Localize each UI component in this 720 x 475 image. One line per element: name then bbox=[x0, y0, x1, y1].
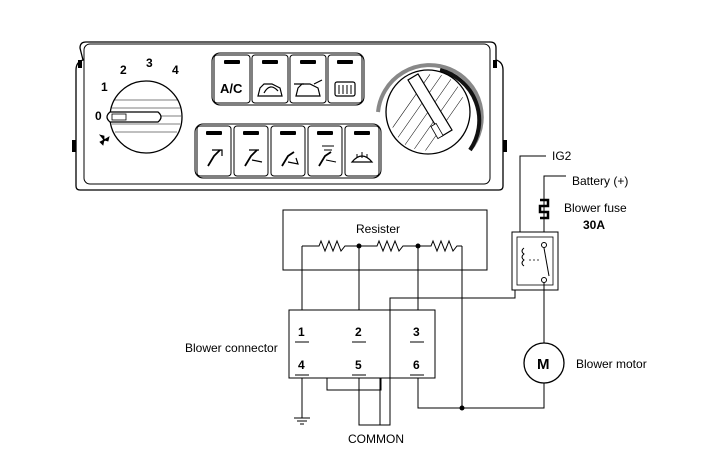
blower-relay bbox=[511, 231, 559, 291]
rear-defrost-indicator bbox=[337, 60, 353, 64]
vent-floor-defrost-button[interactable] bbox=[307, 125, 343, 177]
fan-speed-4: 4 bbox=[172, 63, 179, 77]
vent-floor-icon bbox=[281, 151, 299, 167]
fresh-air-button[interactable] bbox=[289, 54, 327, 104]
junction-motor bbox=[459, 405, 465, 411]
panel-clip-right bbox=[503, 140, 507, 152]
rear-defrost-button[interactable] bbox=[327, 54, 363, 104]
ac-indicator bbox=[224, 60, 240, 64]
recirculate-icon bbox=[257, 83, 283, 97]
defrost-button[interactable] bbox=[344, 125, 380, 177]
pin-3: 3 bbox=[413, 325, 420, 339]
fan-speed-2: 2 bbox=[120, 63, 127, 77]
ac-button-label: A/C bbox=[220, 81, 243, 96]
recirculate-button[interactable] bbox=[251, 54, 289, 104]
fan-speed-1: 1 bbox=[101, 80, 108, 94]
vent-bilevel-icon bbox=[244, 149, 263, 167]
top-button-group: A/C bbox=[211, 52, 365, 106]
panel-clip-top-left bbox=[78, 60, 82, 68]
panel-bezel bbox=[83, 43, 491, 185]
vent-floor-defrost-icon bbox=[318, 145, 337, 167]
resister-block bbox=[282, 209, 488, 271]
panel-housing bbox=[75, 41, 504, 191]
motor-label: Blower motor bbox=[576, 357, 647, 371]
temperature-knob[interactable] bbox=[376, 63, 484, 156]
motor-symbol: M bbox=[537, 356, 550, 373]
wire-common bbox=[358, 378, 381, 426]
resistor-1 bbox=[302, 239, 359, 253]
temperature-scale-arc bbox=[376, 63, 484, 152]
wire-battery bbox=[543, 175, 566, 232]
ground-icon bbox=[294, 417, 310, 425]
pin-underlines bbox=[295, 341, 424, 376]
blower-motor-icon bbox=[523, 342, 565, 384]
blower-fuse-icon bbox=[538, 198, 550, 220]
vent-face-icon bbox=[207, 149, 223, 167]
battery-label: Battery (+) bbox=[572, 174, 628, 188]
fan-speed-0: 0 bbox=[95, 109, 102, 123]
ig2-label: IG2 bbox=[552, 149, 572, 163]
recirculate-indicator bbox=[262, 60, 278, 64]
wire-pin6-motor bbox=[417, 378, 545, 409]
mode-button-group bbox=[194, 123, 382, 179]
vent-floor-button[interactable] bbox=[270, 125, 306, 177]
fresh-air-icon bbox=[294, 79, 323, 97]
blower-connector-label: Blower connector bbox=[185, 341, 278, 355]
blower-connector-latch bbox=[326, 377, 382, 391]
defrost-icon bbox=[350, 152, 374, 163]
control-panel: 0 1 2 3 4 A/C bbox=[72, 41, 507, 191]
panel-clip-left bbox=[72, 140, 76, 152]
ac-button[interactable]: A/C bbox=[213, 54, 251, 104]
pin-5: 5 bbox=[355, 358, 362, 372]
panel-clip-top-right bbox=[493, 60, 497, 68]
vent-face-button[interactable] bbox=[196, 125, 232, 177]
resistor-3 bbox=[418, 239, 462, 253]
pin-1: 1 bbox=[298, 325, 305, 339]
fuse-label: Blower fuse bbox=[564, 201, 627, 215]
fan-speed-knob[interactable] bbox=[106, 80, 183, 154]
fan-icon bbox=[98, 134, 110, 146]
fresh-air-indicator bbox=[300, 60, 316, 64]
circuit: Resister 1 2 3 4 5 6 Blower connector CO… bbox=[185, 149, 647, 446]
fan-speed-3: 3 bbox=[146, 56, 153, 70]
pin-2: 2 bbox=[355, 325, 362, 339]
wire-ig2 bbox=[519, 155, 546, 232]
rear-defrost-icon bbox=[334, 81, 356, 97]
pin-6: 6 bbox=[413, 358, 420, 372]
fuse-rating: 30A bbox=[583, 218, 605, 232]
resistor-2 bbox=[359, 239, 418, 253]
vent-bilevel-button[interactable] bbox=[233, 125, 269, 177]
resister-label: Resister bbox=[356, 222, 400, 236]
wire-common-2 bbox=[380, 290, 516, 426]
pin-4: 4 bbox=[298, 358, 305, 372]
common-label: COMMON bbox=[348, 432, 404, 446]
